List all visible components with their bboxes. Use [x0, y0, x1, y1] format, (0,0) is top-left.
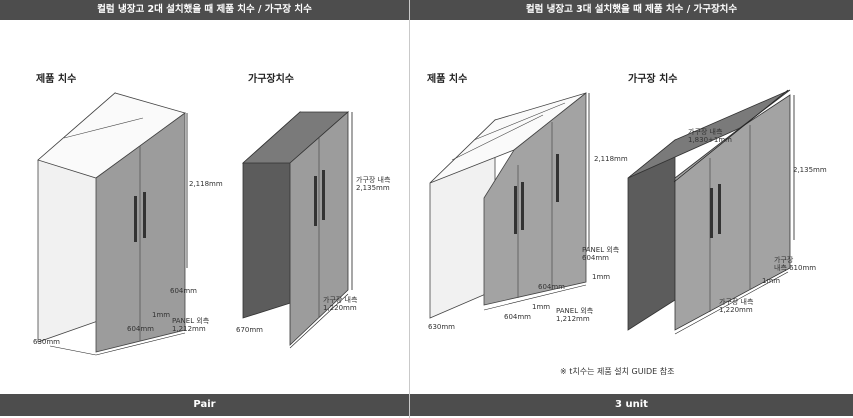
three-unit-door-width-2: 604mm — [538, 283, 565, 291]
three-unit-diagram — [429, 89, 795, 335]
pair-panel: 컬럼 냉장고 2대 설치했을 때 제품 치수 / 가구장 치수 제품 치수 가구… — [0, 0, 409, 418]
three-unit-cabinet-inner-side: 가구장 내측 610mm — [774, 256, 817, 272]
three-unit-gap-mid: 1mm — [532, 303, 551, 311]
pair-depth: 630mm — [33, 338, 60, 346]
pair-door-width-2: 604mm — [170, 287, 197, 295]
three-unit-cabinet-gap: 1mm — [762, 277, 781, 285]
pair-door-width-1: 604mm — [127, 325, 154, 333]
three-unit-cabinet-height: 2,135mm — [793, 166, 827, 174]
pair-cabinet-depth: 670mm — [236, 326, 263, 334]
pair-gap: 1mm — [152, 311, 171, 319]
install-guide-note: ※ t치수는 제품 설치 GUIDE 참조 — [560, 367, 675, 376]
three-unit-depth: 630mm — [428, 323, 455, 331]
three-unit-footer: 3 unit — [410, 394, 853, 416]
pair-cabinet-title: 가구장치수 — [248, 74, 294, 85]
pair-product-height: 2,118mm — [189, 180, 223, 188]
pair-cabinet-inner-height: 가구장 내측 2,135mm — [356, 176, 391, 192]
pair-footer: Pair — [0, 394, 409, 416]
three-unit-cabinet-title: 가구장 치수 — [628, 74, 678, 85]
pair-cabinet-inner-width: 가구장 내측 1,220mm — [323, 296, 358, 312]
three-unit-panel: 컬럼 냉장고 3대 설치했을 때 제품 치수 / 가구장치수 제품 치수 가구장… — [410, 0, 853, 418]
three-unit-cabinet-inner-width: 가구장 내측 1,220mm — [719, 298, 754, 314]
handle-2 — [143, 192, 146, 238]
pair-diagram — [37, 92, 353, 356]
three-unit-gap-top: 1mm — [592, 273, 611, 281]
fridge-front — [95, 112, 186, 353]
pair-panel-outer: PANEL 외측 1,212mm — [172, 317, 210, 333]
panel-divider — [409, 0, 410, 418]
three-unit-cabinet-inner-top: 가구장 내측 1,830+1mm — [688, 128, 732, 144]
three-unit-panel-outer: PANEL 외측 1,212mm — [556, 307, 594, 323]
three-unit-product-height: 2,118mm — [594, 155, 628, 163]
three-unit-product-title: 제품 치수 — [427, 74, 468, 85]
three-unit-header: 컬럼 냉장고 3대 설치했을 때 제품 치수 / 가구장치수 — [410, 0, 853, 20]
handle-1 — [134, 196, 137, 242]
pair-product-title: 제품 치수 — [36, 74, 77, 85]
three-unit-door-width-1: 604mm — [504, 313, 531, 321]
three-unit-panel-outer-top: PANEL 외측 604mm — [582, 246, 620, 262]
pair-header: 컬럼 냉장고 2대 설치했을 때 제품 치수 / 가구장 치수 — [0, 0, 409, 20]
